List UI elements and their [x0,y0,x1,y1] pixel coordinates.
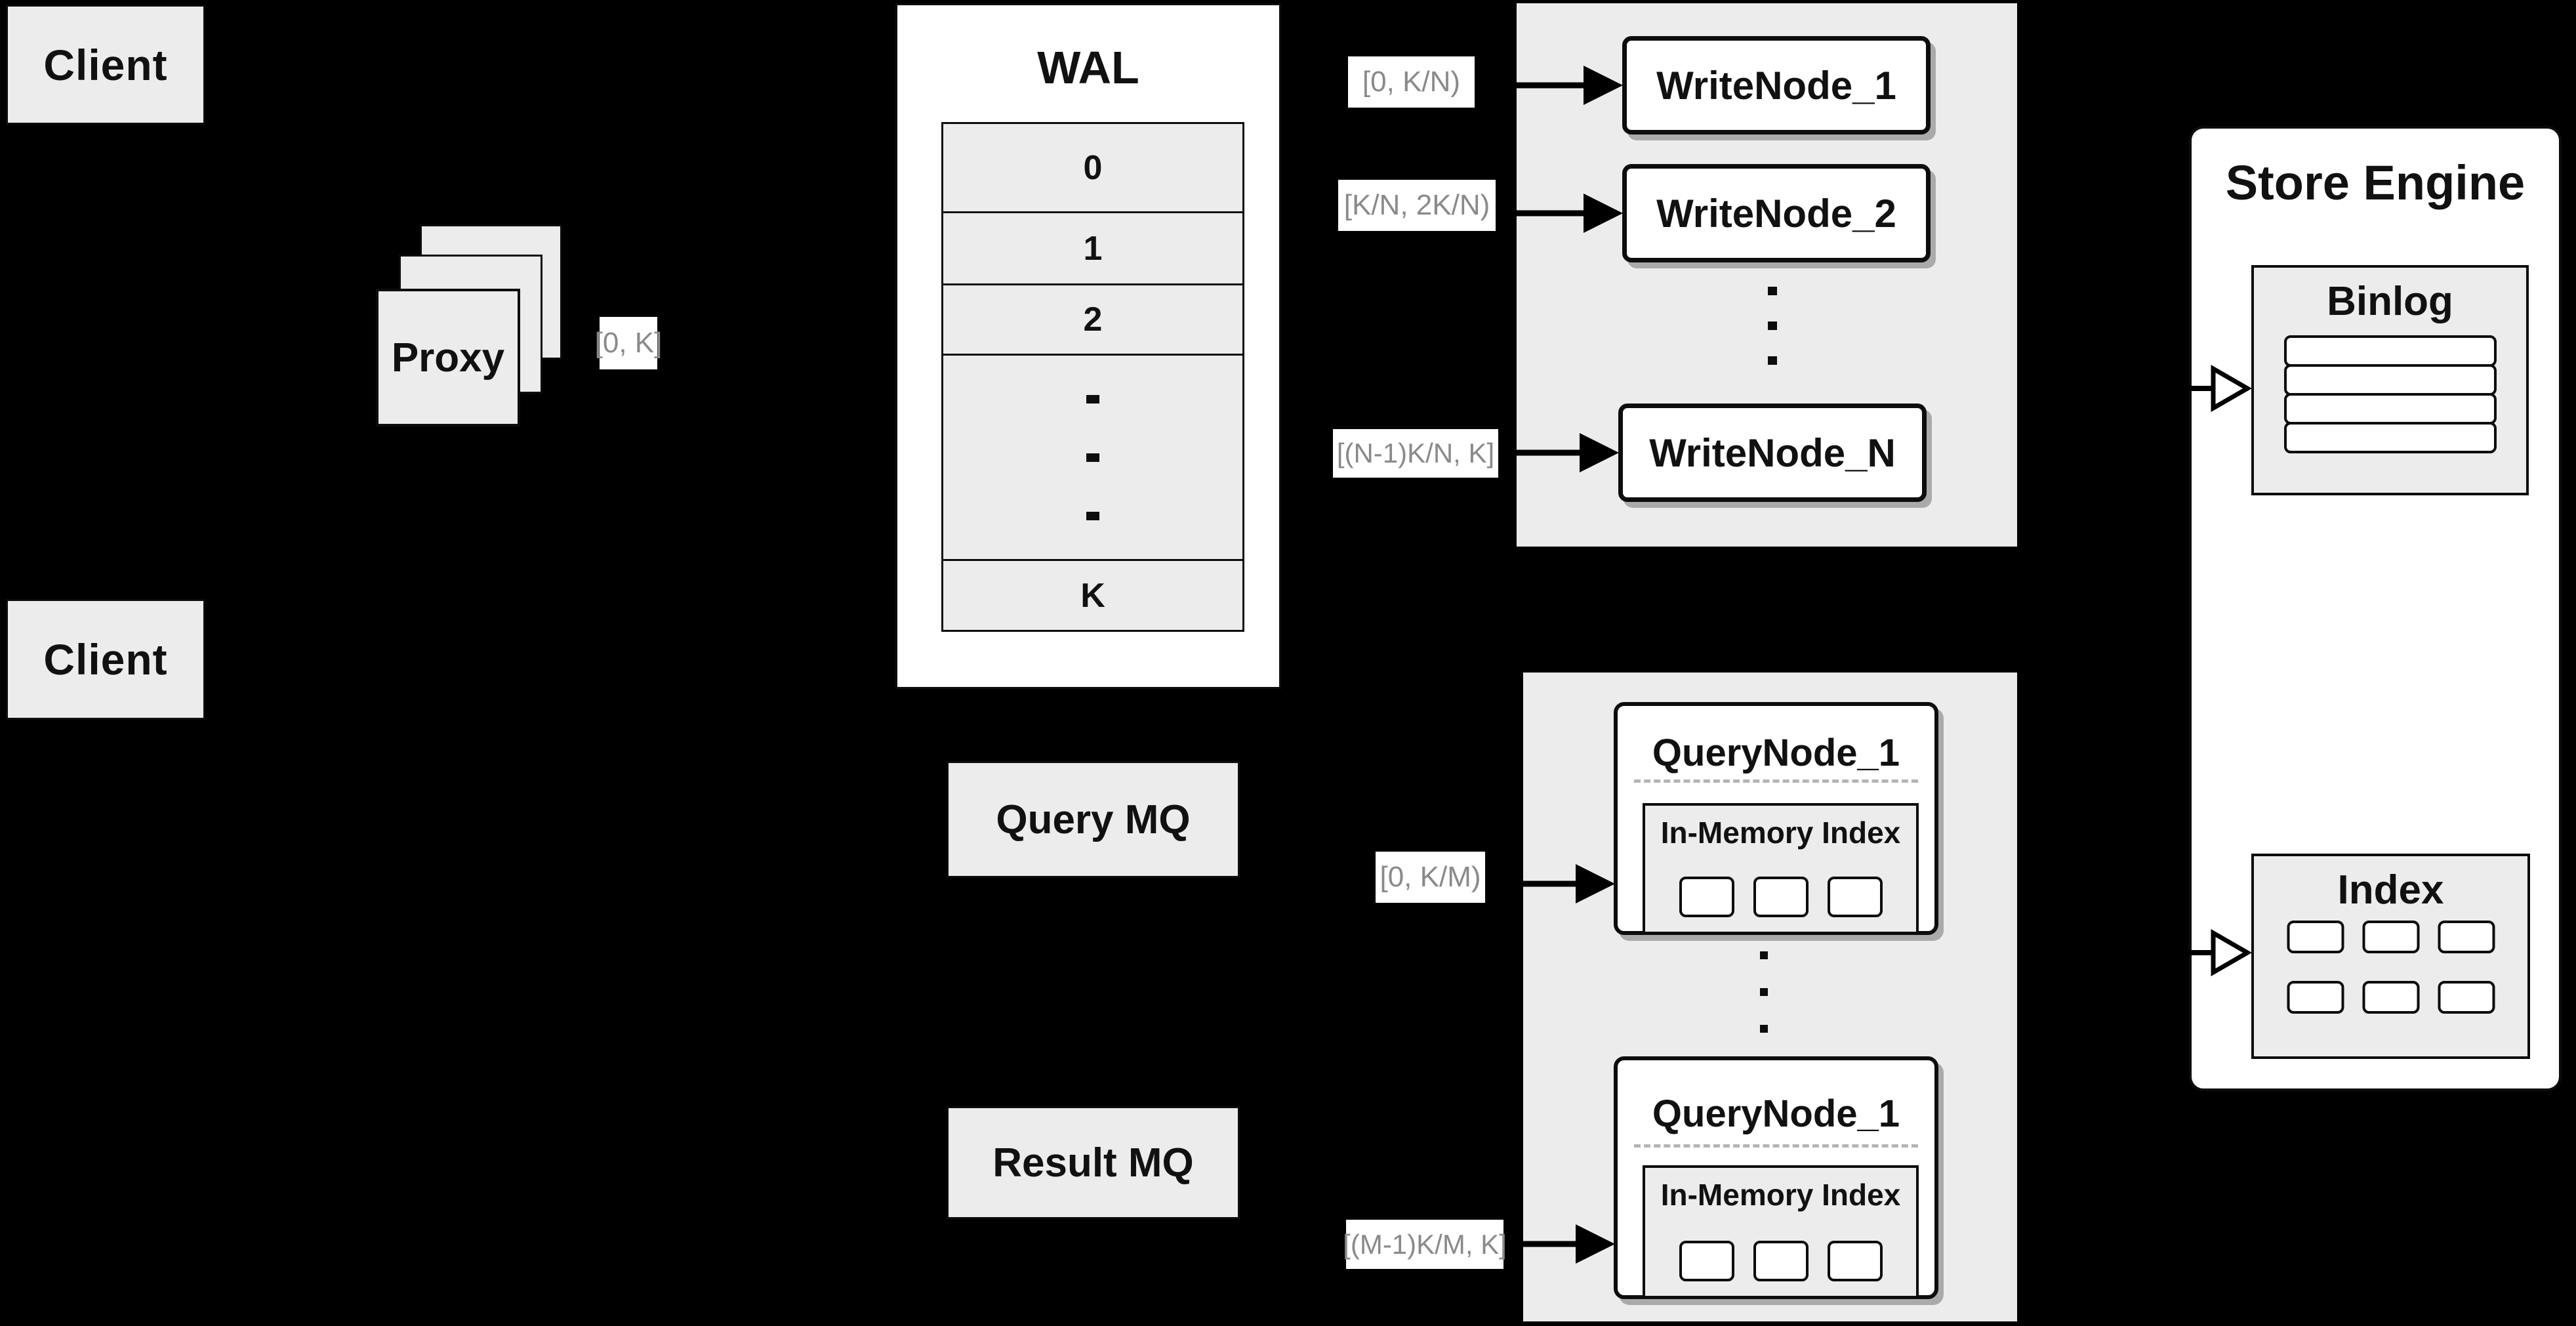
range-label-query-1: [0, K/M) [1376,852,1485,903]
binlog-row [2283,422,2497,453]
wal-row-1: 1 [943,211,1242,283]
wal-row-2: 2 [943,283,1242,354]
segment-square [1753,1241,1809,1281]
ellipsis-dot [1086,394,1099,404]
range-label-write-1: [0, K/N) [1348,56,1475,108]
ellipsis-dot [1760,951,1768,959]
binlog-box: Binlog [2251,265,2529,495]
write-nodes-panel: WriteNode_1 WriteNode_2 WriteNode_N [1517,3,2017,547]
index-box: Index [2251,854,2530,1059]
index-cell [2287,921,2344,953]
segment-squares [1645,877,1916,917]
ellipsis-dot [1086,511,1099,520]
write-node-2: WriteNode_2 [1622,164,1931,262]
index-cell [2438,921,2495,953]
query-nodes-ellipsis [1760,951,1768,1033]
client-label: Client [43,40,168,89]
index-cell [2438,981,2495,1014]
binlog-row [2283,335,2497,367]
ellipsis-dot [1086,453,1099,462]
range-label-0-k: [0, K] [595,317,662,369]
range-label-write-n: [(N-1)K/N, K] [1333,429,1498,478]
binlog-title: Binlog [2327,279,2453,324]
segment-square [1827,1241,1883,1281]
wal-row-0: 0 [943,124,1242,211]
in-memory-index-box: In-Memory Index [1643,1165,1919,1298]
index-cell [2362,981,2419,1014]
segment-square [1827,877,1883,917]
write-nodes-ellipsis [1768,287,1777,365]
dashed-separator [1634,779,1918,783]
wal-box: WAL 0 1 2 K [895,3,1281,689]
range-label-write-2: [K/N, 2K/N) [1338,180,1496,231]
segment-square [1679,1241,1734,1281]
dashed-separator [1634,1144,1918,1148]
ellipsis-dot [1768,321,1777,330]
write-node-1: WriteNode_1 [1622,36,1931,135]
query-nodes-panel: QueryNode_1 In-Memory Index QueryNode_1 … [1523,673,2017,1321]
query-node-2: QueryNode_1 In-Memory Index [1614,1056,1938,1299]
store-engine-box: Store Engine Binlog Index [2189,126,2562,1091]
query-node-1: QueryNode_1 In-Memory Index [1614,702,1938,935]
ellipsis-dot [1760,1025,1768,1033]
segment-square [1679,877,1734,917]
range-label-query-m: [(M-1)K/M, K] [1343,1220,1507,1269]
query-mq-box: Query MQ [947,761,1240,878]
write-node-n: WriteNode_N [1618,404,1927,502]
index-title: Index [2337,867,2444,913]
proxy-card-front: Proxy [376,289,520,426]
proxy-label: Proxy [391,335,505,381]
wal-title: WAL [1037,42,1139,93]
client-box-bottom: Client [6,599,205,720]
index-cell [2362,921,2419,953]
wal-row-k: K [943,559,1242,630]
wal-table: 0 1 2 K [941,122,1244,632]
ellipsis-dot [1768,356,1777,365]
ellipsis-dot [1760,988,1768,996]
result-mq-box: Result MQ [947,1106,1240,1219]
in-memory-index-title: In-Memory Index [1660,816,1901,850]
in-memory-index-title: In-Memory Index [1660,1178,1901,1212]
segment-squares [1645,1241,1916,1281]
query-node-title: QueryNode_1 [1652,732,1900,774]
segment-square [1753,877,1809,917]
query-node-title: QueryNode_1 [1652,1092,1900,1135]
client-label: Client [43,635,168,684]
binlog-row [2283,393,2497,425]
in-memory-index-box: In-Memory Index [1643,803,1919,934]
client-box-top: Client [6,5,205,125]
binlog-rows [2283,335,2497,453]
wal-row-ellipsis [943,354,1242,559]
store-engine-title: Store Engine [2225,155,2525,210]
binlog-row [2283,364,2497,396]
index-grid [2287,921,2495,1014]
ellipsis-dot [1768,287,1777,295]
index-cell [2287,981,2344,1014]
